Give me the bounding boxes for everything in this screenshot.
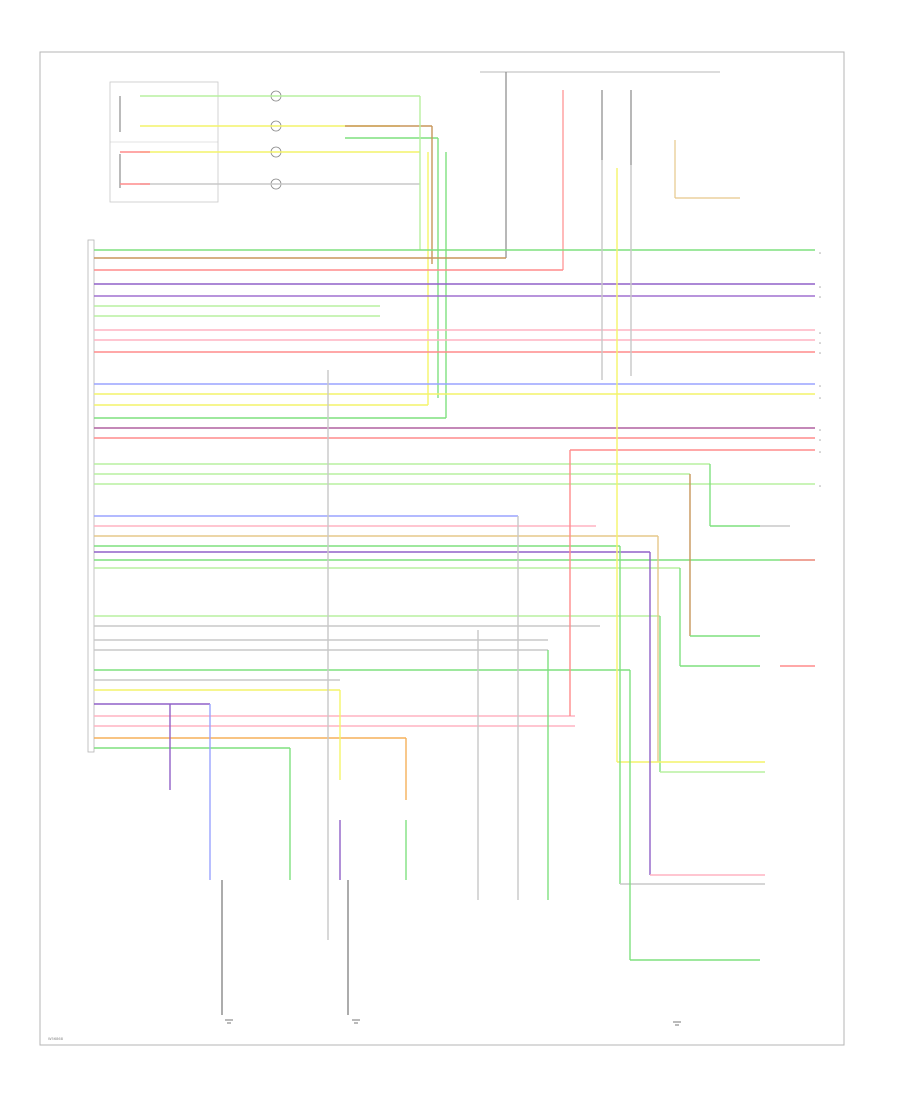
- right-drops: [569, 160, 815, 961]
- fuse-row: [270, 90, 282, 190]
- diagram-code: W56868: [48, 1037, 64, 1041]
- control-module-box: [87, 239, 95, 753]
- relay-block: [109, 81, 219, 203]
- module-harness: [94, 249, 815, 749]
- diagram-frame: [39, 51, 845, 1046]
- right-connectors: [819, 252, 821, 487]
- ground-symbols: [225, 1019, 681, 1026]
- top-harness-lines: [120, 95, 447, 418]
- fuse-drops: [480, 71, 740, 270]
- bottom-drops: [169, 370, 549, 1015]
